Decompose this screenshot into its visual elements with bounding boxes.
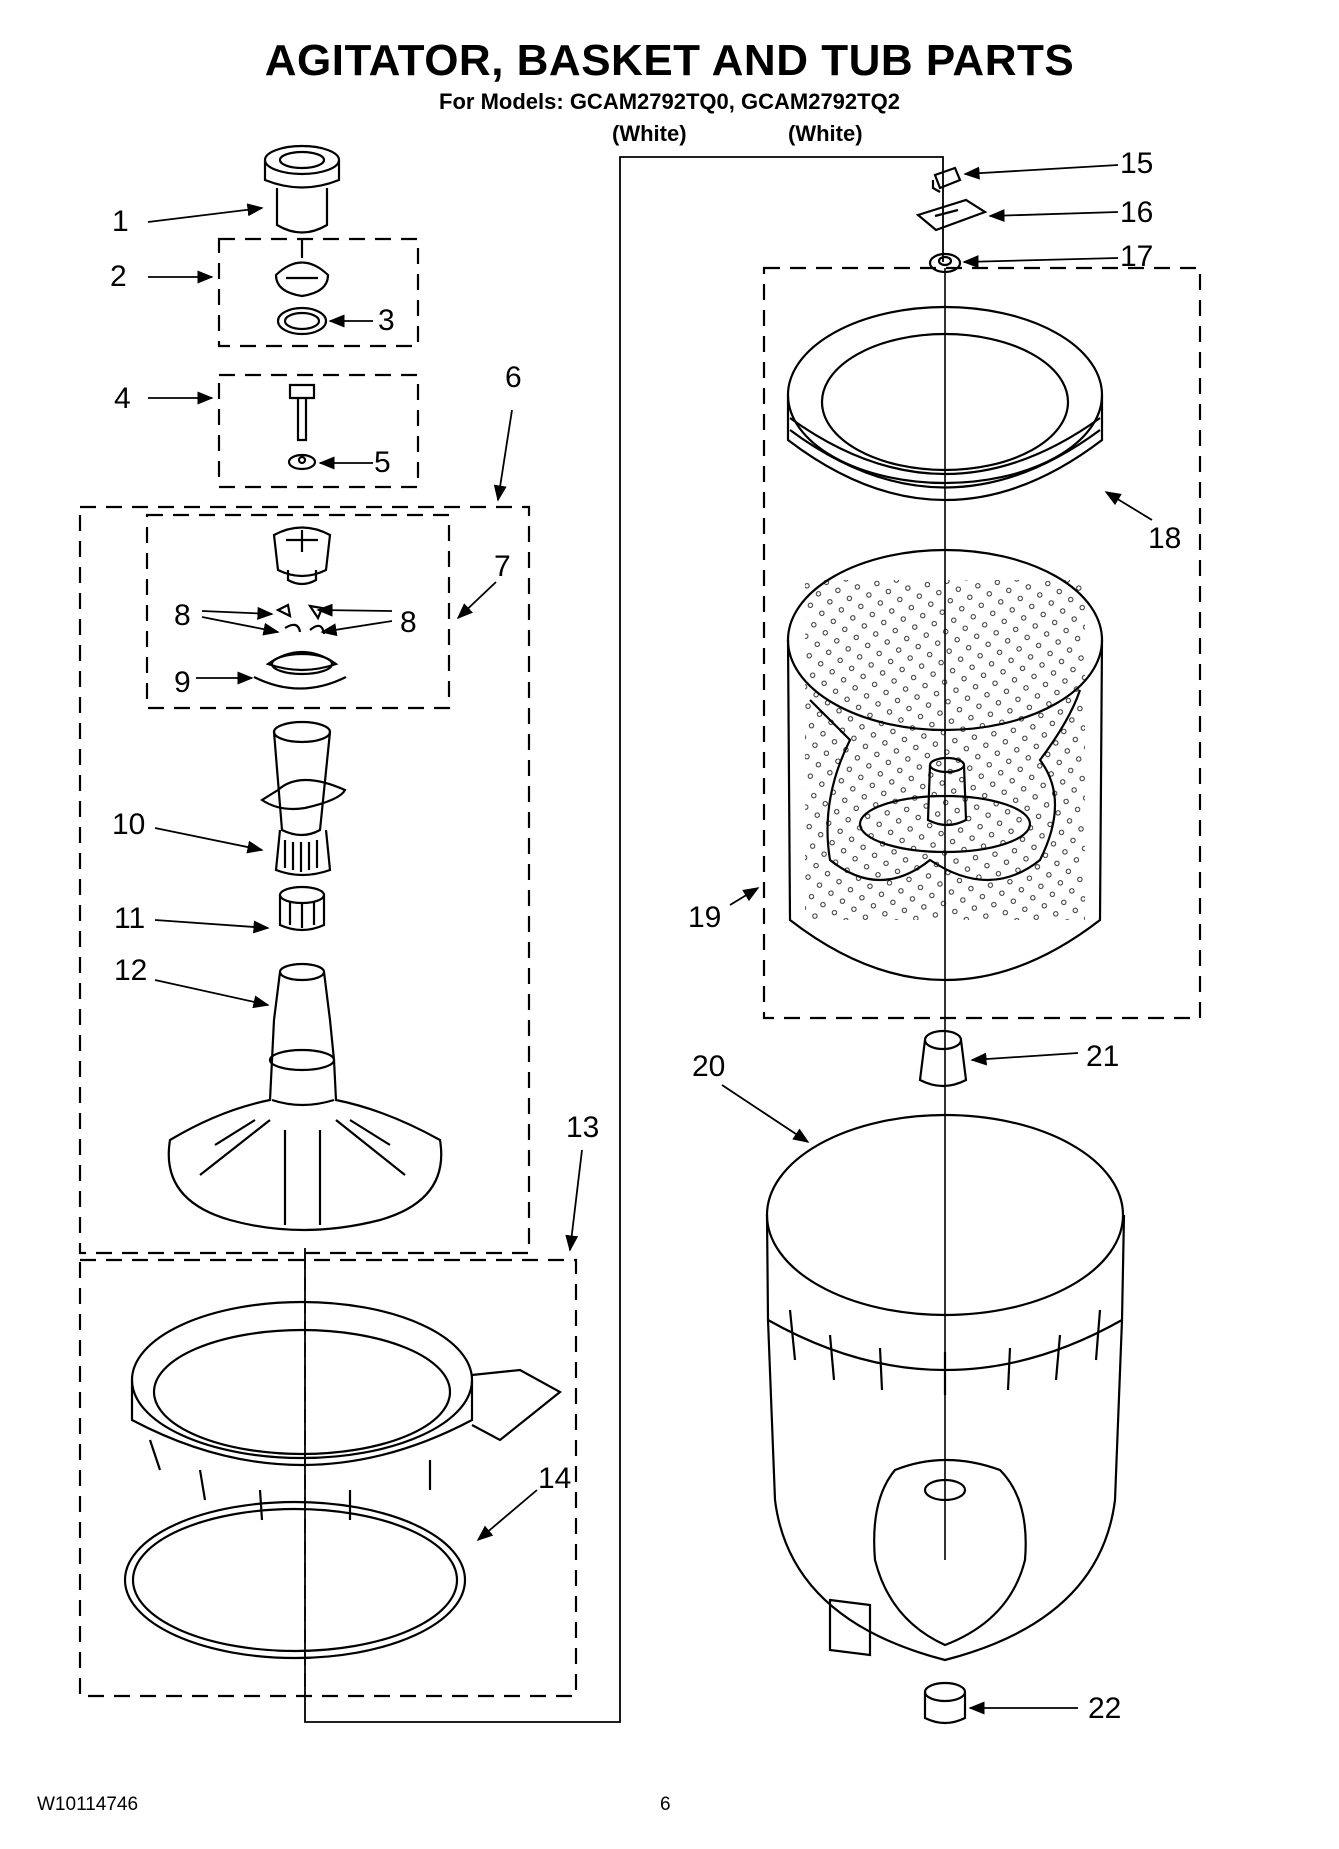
callout-8-left: 8 xyxy=(174,599,191,632)
page-number: 6 xyxy=(660,1794,671,1815)
box-2-3 xyxy=(217,237,420,348)
part-14-gasket xyxy=(123,1500,467,1660)
callout-9: 9 xyxy=(174,666,191,699)
part-18-balance-ring xyxy=(786,305,1104,502)
callout-17: 17 xyxy=(1120,240,1154,273)
callout-2: 2 xyxy=(110,260,127,293)
part-20-outer-tub xyxy=(765,1113,1126,1662)
models-subtitle: For Models: GCAM2792TQ0, GCAM2792TQ2 xyxy=(439,89,900,114)
callout-14: 14 xyxy=(538,1462,572,1495)
part-7-dogs xyxy=(253,526,347,690)
callout-12: 12 xyxy=(114,954,148,987)
variant-label-right: (White) xyxy=(788,121,863,146)
part-19-basket xyxy=(786,548,1104,982)
callout-19: 19 xyxy=(688,901,722,934)
box-13 xyxy=(78,1258,578,1698)
part-5-washer xyxy=(287,453,317,471)
part-17-nut xyxy=(928,252,962,274)
part-1-cap xyxy=(263,144,341,234)
part-12-agitator-base xyxy=(167,962,443,1232)
callout-5: 5 xyxy=(374,446,391,479)
callout-11: 11 xyxy=(114,902,146,935)
callout-8-right: 8 xyxy=(400,606,417,639)
page-title: AGITATOR, BASKET AND TUB PARTS xyxy=(264,36,1075,85)
callout-18: 18 xyxy=(1148,522,1182,555)
callout-16: 16 xyxy=(1120,196,1154,229)
doc-number: W10114746 xyxy=(37,1794,139,1815)
part-11-coupler xyxy=(278,885,326,932)
box-7 xyxy=(145,513,451,710)
callout-4: 4 xyxy=(114,382,131,415)
callout-13: 13 xyxy=(566,1111,600,1144)
callout-21: 21 xyxy=(1086,1040,1120,1073)
part-21-hub xyxy=(918,1029,968,1088)
callout-22: 22 xyxy=(1088,1692,1122,1725)
callout-6: 6 xyxy=(505,361,522,394)
callout-15: 15 xyxy=(1120,147,1154,180)
part-4-bolt xyxy=(288,383,316,442)
callout-10: 10 xyxy=(112,808,146,841)
part-15-clip xyxy=(931,166,962,193)
variant-label-left: (White) xyxy=(612,121,687,146)
part-22-cap xyxy=(923,1681,967,1725)
part-2-cam xyxy=(274,240,330,298)
callout-7: 7 xyxy=(494,550,511,583)
part-3-ring xyxy=(276,306,328,336)
part-16-plate xyxy=(915,198,988,232)
box-18-19 xyxy=(762,266,1202,1020)
leader-arrows xyxy=(147,164,1153,1715)
callout-1: 1 xyxy=(112,205,129,238)
callout-3: 3 xyxy=(378,304,395,337)
part-13-tub-ring xyxy=(130,1300,562,1521)
part-10-barrel xyxy=(259,720,347,877)
connector-line xyxy=(304,156,944,1723)
callout-20: 20 xyxy=(692,1050,726,1083)
